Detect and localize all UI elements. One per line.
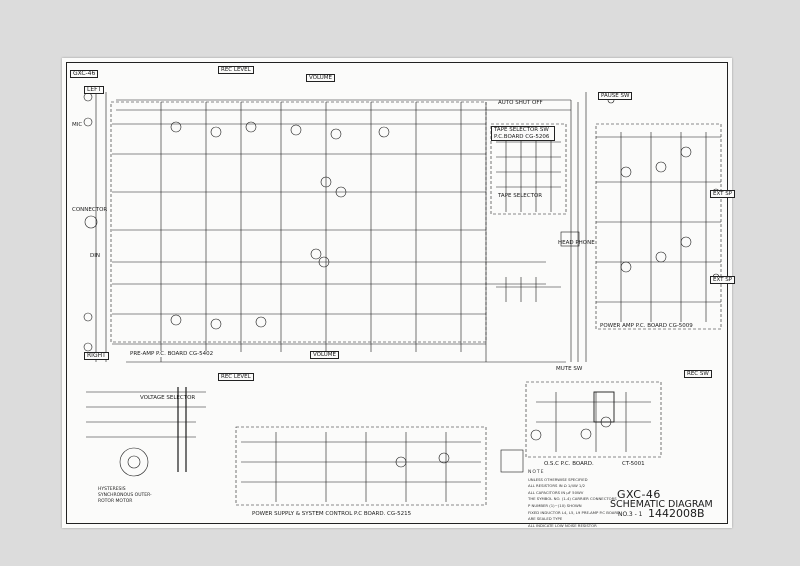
- rec-level-bottom-label: REC LEVEL: [218, 373, 254, 381]
- schematic-drawing: [83, 92, 722, 506]
- connector-label: CONNECTOR: [72, 207, 108, 213]
- note-line: ALL RESISTORS IN Ω 1/4W 1/2: [528, 483, 586, 489]
- title-name: SCHEMATIC DIAGRAM: [610, 499, 713, 510]
- tape-selector-board-outline: [490, 123, 567, 215]
- osc-board-code: CT-5001: [622, 461, 645, 467]
- title-number-label: NO.3 - 1: [618, 511, 643, 518]
- pause-sw-label: PAUSE SW: [598, 92, 633, 100]
- motor-symbol: [119, 447, 149, 477]
- preamp-board-label: PRE-AMP P.C. BOARD CG-5402: [128, 351, 216, 357]
- power-supply-board-outline: [235, 426, 487, 506]
- volume-top-label: VOLUME: [306, 74, 336, 82]
- input-rails: [95, 92, 107, 362]
- tape-selector-lines: [496, 137, 561, 212]
- rec-level-top-label: REC LEVEL: [218, 66, 254, 74]
- note-line: UNLESS OTHERWISE SPECIFIED: [528, 476, 588, 482]
- model-tag: GXC-46: [70, 70, 99, 78]
- fuse-block: [500, 449, 524, 473]
- title-code: 1442008B: [648, 507, 705, 520]
- note-line: P NUMBER (1)~(10) SHOWN: [528, 502, 582, 508]
- notes-heading: NOTE: [528, 470, 545, 475]
- tape-selector-lower: [496, 277, 561, 302]
- power-amp-board-outline: [595, 123, 722, 330]
- transformer-core: [177, 387, 187, 472]
- volume-bottom-label: VOLUME: [310, 351, 340, 359]
- mains-lines: [86, 391, 206, 438]
- din-label: DIN: [90, 253, 100, 259]
- ext-sp-bottom-label: EXT SP: [710, 276, 736, 284]
- motor-label: HYSTERESIS SYNCHRONOUS OUTER-ROTOR MOTOR: [98, 487, 152, 504]
- note-line: FIXED INDUCTOR L4, L5, L9 PRE-AMP P.C BO…: [528, 509, 620, 515]
- note-line: THE SYMBOL NO. (1-4) CARRIER CONNECTORS: [528, 496, 617, 502]
- voltage-selector-label: VOLTAGE SELECTOR: [140, 395, 196, 401]
- power-amp-bus: [596, 136, 721, 303]
- power-amp-board-label: POWER AMP P.C. BOARD CG-5009: [600, 323, 693, 329]
- tape-selector-label: TAPE SELECTOR: [498, 193, 543, 199]
- jack-symbols: [83, 92, 720, 441]
- tape-selector-board-label: TAPE SELECTOR SW P.C.BOARD CG-5206: [491, 126, 555, 141]
- head-phone-jack-box: [560, 231, 580, 247]
- osc-coil: [593, 391, 615, 423]
- notes-block: NOTE UNLESS OTHERWISE SPECIFIED ALL RESI…: [528, 470, 648, 529]
- osc-lines: [536, 392, 651, 452]
- power-supply-lines: [241, 432, 481, 502]
- auto-shutoff-label: AUTO SHUT OFF: [498, 100, 543, 106]
- right-channel-label: RIGHT: [84, 352, 109, 360]
- mute-sw-label: MUTE SW: [556, 366, 583, 372]
- schematic-sheet: [62, 58, 732, 528]
- power-supply-board-label: POWER SUPPLY & SYSTEM CONTROL P.C BOARD.…: [252, 511, 412, 517]
- interconnect-rails: [570, 92, 587, 362]
- osc-board-label: O.S.C P.C. BOARD.: [544, 461, 594, 467]
- osc-board-outline: [525, 381, 662, 458]
- preamp-vertical-lines: [160, 102, 487, 362]
- power-amp-vertical: [620, 132, 707, 322]
- title-model: GXC-46: [617, 488, 661, 501]
- note-line: ALL CAPACITORS IN μF 50WV: [528, 489, 584, 495]
- ext-sp-top-label: EXT SP: [710, 190, 736, 198]
- mic-label: MIC: [72, 122, 83, 128]
- transistor-symbols: [170, 121, 692, 468]
- head-phone-label: HEAD PHONE: [558, 240, 595, 246]
- drawing-frame: [66, 62, 728, 524]
- left-channel-label: LEFT: [84, 86, 105, 94]
- preamp-board-outline: [110, 101, 487, 343]
- note-line: ALL INDICATE LOW NOISE RESISTOR: [528, 522, 597, 528]
- rec-sw-label: REC SW: [684, 370, 712, 378]
- note-line: ARE SEALED TYPE: [528, 516, 563, 522]
- motor-rotor: [127, 455, 141, 469]
